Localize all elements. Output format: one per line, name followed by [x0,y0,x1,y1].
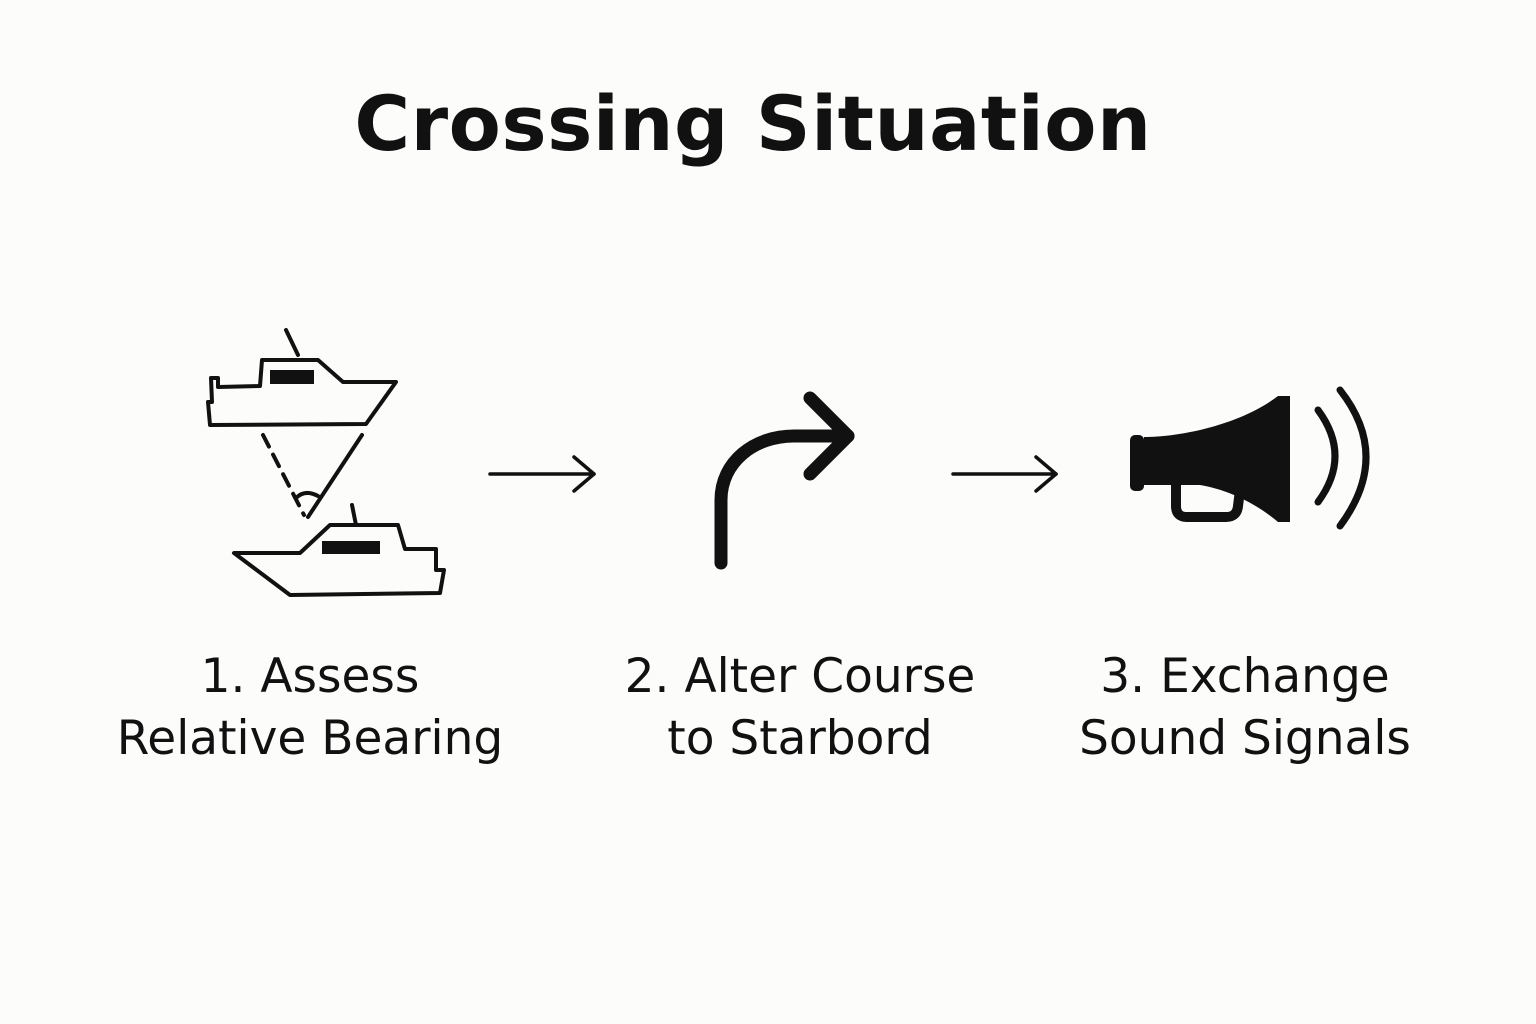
step-3-label-line1: 3. Exchange [1100,649,1390,704]
step-2-label: 2. Alter Course to Starbord [565,646,1035,770]
step-1-label-line1: 1. Assess [200,649,420,704]
step-3-label: 3. Exchange Sound Signals [1030,646,1460,770]
step-1-label: 1. Assess Relative Bearing [80,646,540,770]
step-3-label-line2: Sound Signals [1079,711,1411,766]
right-arrow-icon [488,455,596,493]
page-title: Crossing Situation [354,79,1152,168]
horn-sound-icon [1130,386,1370,530]
two-vessels-bearing-icon [206,328,446,597]
turn-right-arrow-icon [714,391,855,570]
step-2-label-line2: to Starbord [667,711,933,766]
step-1-label-line2: Relative Bearing [116,711,504,766]
step-2-label-line1: 2. Alter Course [624,649,976,704]
right-arrow-icon [951,455,1058,493]
